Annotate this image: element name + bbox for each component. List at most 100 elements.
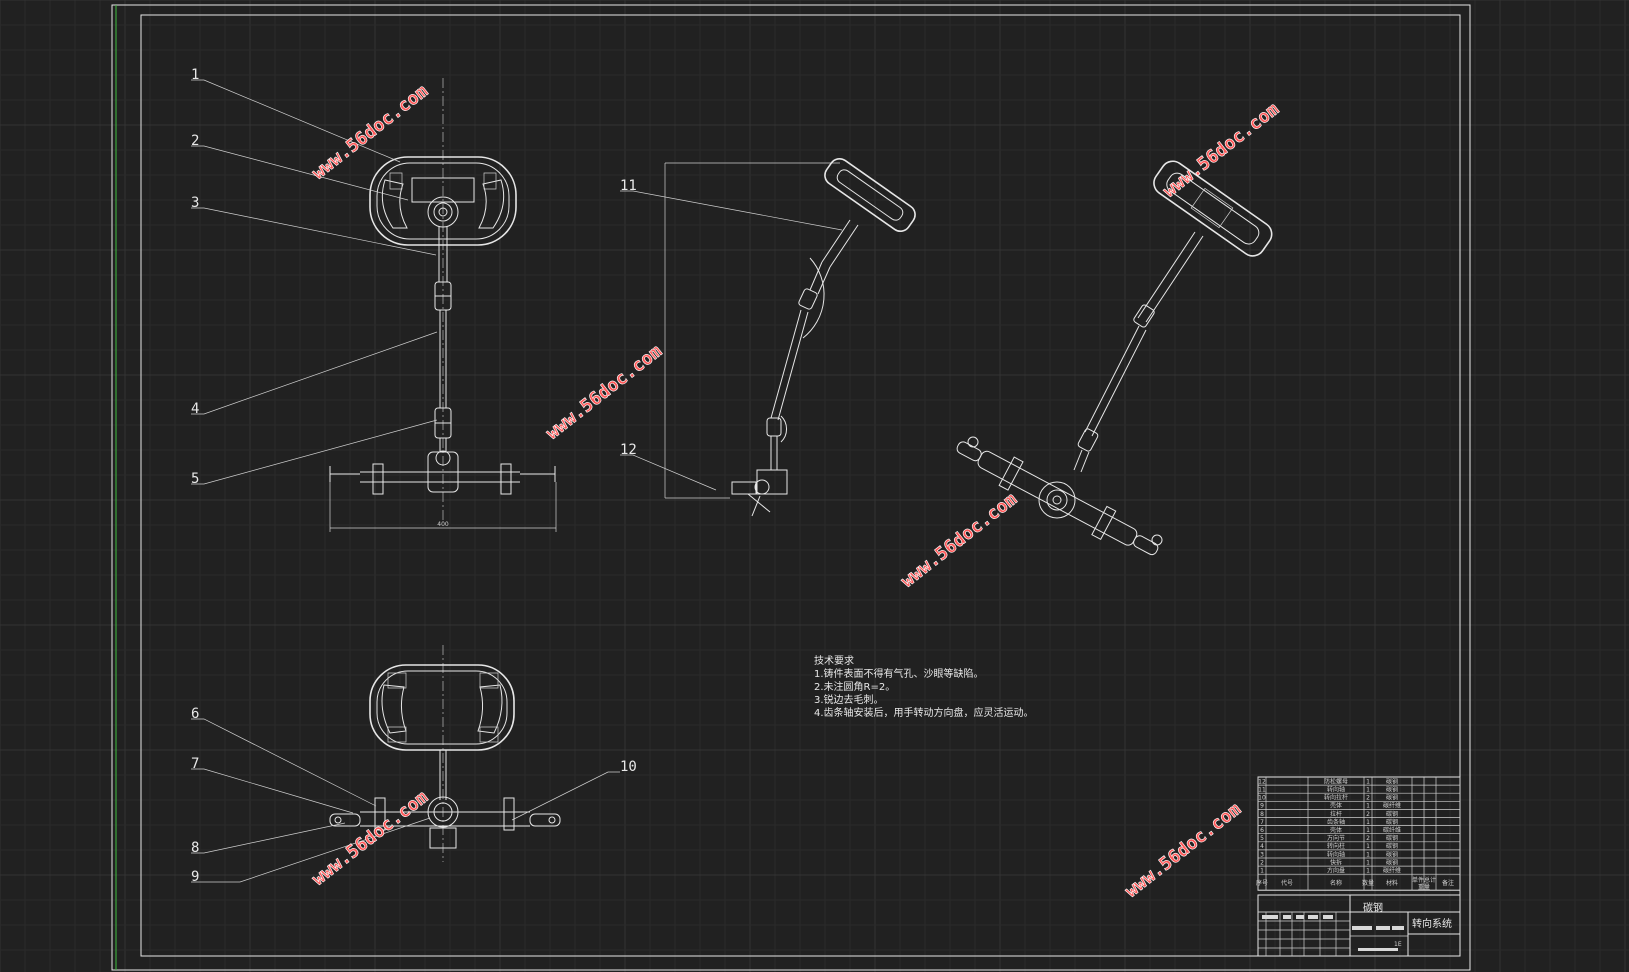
steering-wheel-top [369, 664, 515, 751]
bom-cell: 碳钢 [1386, 818, 1398, 826]
technical-requirements: 技术要求 1.铸件表面不得有气孔、沙眼等缺陷。 2.未注圆角R=2。 3.锐边去… [814, 654, 1034, 719]
tech-req-item: 1.铸件表面不得有气孔、沙眼等缺陷。 [814, 667, 984, 680]
bom-cell: 万向节 [1327, 834, 1345, 842]
bom-cell: 碳钢 [1386, 810, 1398, 818]
callout-8: 8 [191, 840, 199, 856]
watermark-layer: www.56doc.com www.56doc.com www.56doc.co… [308, 80, 1284, 902]
bom-cell: 8 [1260, 811, 1264, 818]
inner-frame [140, 14, 1461, 957]
tech-req-heading: 技术要求 [814, 654, 854, 667]
callout-10: 10 [620, 759, 637, 775]
callout-9: 9 [191, 869, 199, 885]
bom-cell: 防松螺母 [1324, 777, 1348, 785]
callout-2: 2 [191, 133, 199, 149]
title-block-cells [1258, 911, 1404, 956]
bom-cell: 碳钢 [1386, 794, 1398, 802]
bom-header-cell: 材料 [1386, 879, 1398, 887]
bom-cell: 2 [1366, 811, 1370, 818]
top-view-steering-assembly [329, 645, 561, 862]
bom-cell: 碳纤维 [1383, 867, 1401, 875]
leaders-top-view: 6 7 8 9 10 [191, 706, 637, 885]
bom-cell: 拉杆 [1330, 810, 1342, 818]
lower-universal-joint-side [766, 417, 782, 437]
bom-cell: 2 [1366, 835, 1370, 842]
scale-mark: 1E [1394, 941, 1402, 948]
bom-cell: 转向柱 [1327, 842, 1345, 850]
lower-universal-joint-iso [1077, 428, 1099, 452]
bom-cell: 碳钢 [1386, 786, 1398, 794]
bom-cell: 方向盘 [1327, 867, 1345, 875]
bom-cell: 碳纤维 [1383, 802, 1401, 810]
tech-req-item: 4.齿条轴安装后，用手转动方向盘，应灵活运动。 [814, 706, 1034, 719]
bom-cell: 1 [1366, 843, 1370, 850]
bom-cell: 碳钢 [1386, 842, 1398, 850]
bom-cell: 11 [1258, 787, 1266, 794]
bom-cell: 5 [1260, 835, 1264, 842]
bom-cell: 1 [1366, 859, 1370, 866]
bom-header-cell: 数量 [1362, 879, 1374, 887]
upper-universal-joint-iso [1133, 304, 1155, 328]
material-label: 碳钢 [1363, 901, 1383, 914]
watermark: www.56doc.com [542, 341, 666, 444]
title-block: 碳钢 转向系统 1E [1257, 894, 1461, 957]
bom-cell: 转向拉杆 [1324, 794, 1348, 802]
callout-4: 4 [191, 401, 199, 417]
steering-wheel-front [369, 156, 517, 246]
bom-cell: 碳钢 [1386, 858, 1398, 866]
bom-cell: 1 [1366, 868, 1370, 875]
bom-cell: 1 [1366, 827, 1370, 834]
upper-universal-joint-side [798, 288, 818, 310]
watermark: www.56doc.com [308, 787, 432, 890]
callout-1: 1 [191, 67, 199, 83]
bom-cell: 1 [1366, 803, 1370, 810]
bom-cell: 12 [1258, 778, 1266, 785]
bom-cell: 碳钢 [1386, 777, 1398, 785]
bom-cell: 7 [1260, 819, 1264, 826]
tech-req-item: 2.未注圆角R=2。 [814, 680, 895, 693]
bom-header-cell: 总计 [1424, 876, 1436, 884]
bom-cell: 转向轴 [1327, 786, 1345, 794]
bom-header-cell: 单件 [1412, 876, 1424, 884]
callout-11: 11 [620, 178, 637, 194]
bom-header-cell: 代号 [1281, 879, 1293, 887]
bom-cell: 转向轴 [1327, 850, 1345, 858]
bom-header-cell: 名称 [1330, 879, 1342, 887]
outer-frame [111, 4, 1471, 971]
bom-cell: 3 [1260, 851, 1264, 858]
bom-cell: 1 [1366, 787, 1370, 794]
bom-cell: 1 [1366, 778, 1370, 785]
isometric-view-steering-assembly [956, 160, 1273, 556]
bom-cell: 1 [1366, 851, 1370, 858]
watermark: www.56doc.com [897, 489, 1021, 592]
dimension-label: 400 [437, 521, 449, 528]
bom-header-cell: 序号 [1256, 879, 1268, 887]
bom-cell: 2 [1366, 795, 1370, 802]
steering-wheel-side [824, 157, 916, 233]
front-view-steering-assembly: 400 [329, 78, 557, 532]
callout-7: 7 [191, 756, 199, 772]
bom-header-cell: 备注 [1442, 879, 1454, 887]
bom-cell: 壳体 [1330, 826, 1342, 834]
side-view-steering-assembly: 11 12 [620, 157, 916, 517]
leaders-front-view: 1 2 3 4 5 [191, 67, 438, 487]
bom-cell: 6 [1260, 827, 1264, 834]
bom-cell: 碳纤维 [1383, 826, 1401, 834]
bom-cell: 1 [1260, 868, 1264, 875]
bom-cell: 10 [1258, 795, 1266, 802]
bom-cell: 碳钢 [1386, 834, 1398, 842]
tech-req-item: 3.锐边去毛刺。 [814, 693, 884, 706]
bom-cell: 4 [1260, 843, 1264, 850]
rack-housing-side [756, 469, 788, 495]
bom-cell: 快拆 [1330, 858, 1342, 866]
bom-cell: 碳钢 [1386, 850, 1398, 858]
callout-5: 5 [191, 471, 199, 487]
callout-3: 3 [191, 195, 199, 211]
drawing-title: 转向系统 [1412, 917, 1452, 930]
bom-cell: 1 [1366, 819, 1370, 826]
bom-header-cell: 重量 [1418, 883, 1430, 891]
bom-cell: 齿条轴 [1327, 818, 1345, 826]
